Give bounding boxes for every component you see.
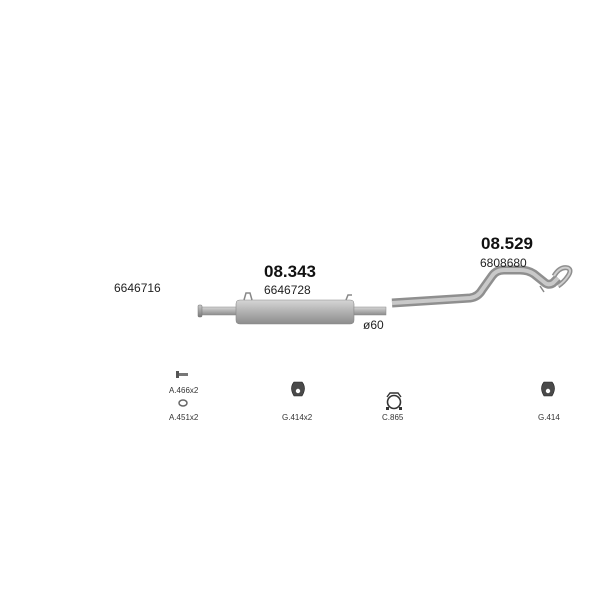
fitting-label-hanger-pair[interactable]: G.414x2	[282, 413, 313, 422]
tail-pipe	[391, 265, 573, 308]
part-number-tailpipe[interactable]: 08.529	[481, 234, 533, 253]
part-number-silencer[interactable]: 08.343	[264, 262, 316, 281]
clamp-icon	[386, 392, 402, 410]
oem-number-silencer: 6646728	[264, 283, 311, 297]
middle-silencer	[197, 292, 387, 325]
fitting-label-washer[interactable]: A.451x2	[169, 413, 199, 422]
fitting-label-hanger[interactable]: G.414	[538, 413, 560, 422]
rubber-hanger-icon	[291, 381, 305, 397]
oem-reference-left: 6646716	[114, 281, 161, 295]
washer-icon	[178, 399, 188, 407]
bolt-icon	[176, 371, 188, 378]
rubber-hanger-icon	[541, 381, 555, 397]
fitting-label-clamp[interactable]: C.865	[382, 413, 404, 422]
oem-number-tailpipe: 6808680	[480, 256, 527, 270]
fitting-label-bolt[interactable]: A.466x2	[169, 386, 199, 395]
pipe-diameter-label: ø60	[363, 318, 384, 332]
